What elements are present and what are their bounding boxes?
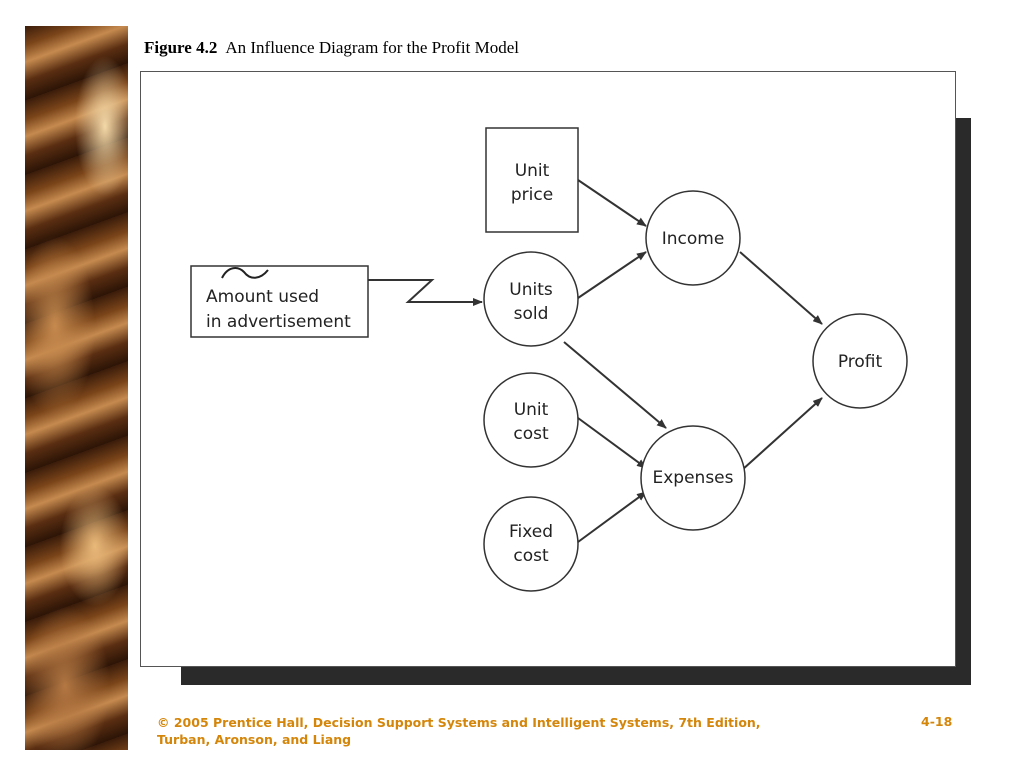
fixed-cost-label-line1: Fixed bbox=[509, 522, 553, 542]
unit-price-label-line1: Unit bbox=[515, 161, 550, 181]
figure-label: Figure 4.2 bbox=[144, 38, 218, 57]
unit-price-label-line2: price bbox=[511, 185, 553, 205]
arrow-income-to-profit bbox=[739, 251, 823, 325]
expenses-label: Expenses bbox=[653, 468, 734, 488]
arrow-units-sold-to-expenses bbox=[563, 341, 667, 429]
decorative-wood-strip bbox=[25, 26, 128, 750]
expenses-node bbox=[640, 425, 746, 531]
copyright-line1: © 2005 Prentice Hall, Decision Support S… bbox=[157, 715, 761, 730]
profit-label: Profit bbox=[838, 352, 883, 372]
fixed-cost-label-line2: cost bbox=[513, 546, 549, 566]
amount-used-in-advertisement-box bbox=[190, 265, 369, 338]
fixed-cost-node bbox=[483, 496, 579, 592]
amount-label-line2: in advertisement bbox=[206, 312, 351, 332]
unit-cost-label-line2: cost bbox=[513, 424, 549, 444]
arrow-fixed-cost-to-expenses bbox=[577, 491, 647, 543]
arrow-unit-cost-to-expenses bbox=[577, 417, 647, 469]
unit-price-box bbox=[485, 127, 579, 233]
profit-node bbox=[812, 313, 908, 409]
tilde-mark-icon bbox=[221, 267, 269, 279]
slide-number: 4-18 bbox=[921, 714, 953, 729]
income-label: Income bbox=[662, 229, 725, 249]
income-node bbox=[645, 190, 741, 286]
arrow-unit-price-to-income bbox=[577, 179, 647, 227]
units-sold-label-line1: Units bbox=[509, 280, 553, 300]
amount-label-line1: Amount used bbox=[206, 287, 319, 307]
figure-caption: An Influence Diagram for the Profit Mode… bbox=[225, 38, 519, 57]
unit-cost-node bbox=[483, 372, 579, 468]
copyright-line2: Turban, Aronson, and Liang bbox=[157, 732, 352, 747]
copyright-footer: © 2005 Prentice Hall, Decision Support S… bbox=[157, 714, 761, 748]
figure-title: Figure 4.2 An Influence Diagram for the P… bbox=[144, 38, 519, 58]
arrow-units-sold-to-income bbox=[577, 251, 647, 299]
units-sold-label-line2: sold bbox=[514, 304, 549, 324]
units-sold-node bbox=[483, 251, 579, 347]
arrow-advertisement-to-units-sold bbox=[368, 279, 483, 306]
arrow-expenses-to-profit bbox=[741, 397, 823, 471]
unit-cost-label-line1: Unit bbox=[514, 400, 549, 420]
